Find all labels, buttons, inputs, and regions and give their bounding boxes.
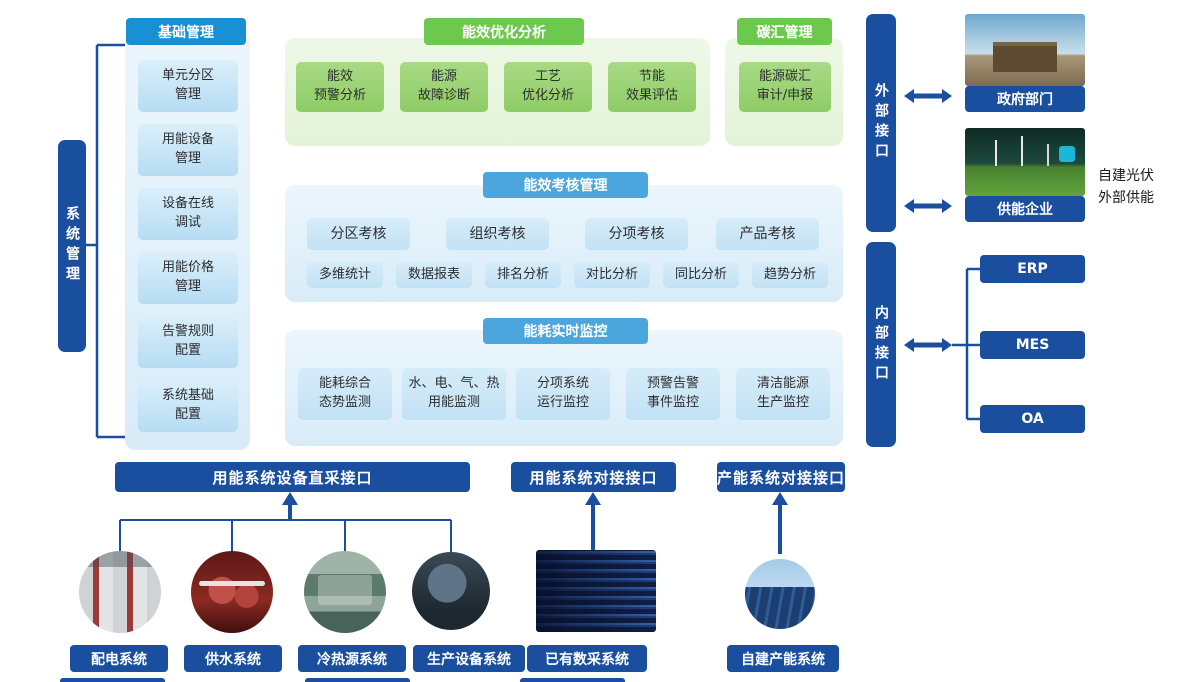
photo-power-distribution <box>79 551 161 633</box>
photo-chiller-plant <box>304 551 386 633</box>
external-entity-label: 供能企业 <box>965 196 1085 222</box>
system-management-bar: 系统管理 <box>58 140 86 352</box>
double-arrow-icon <box>904 89 952 103</box>
photo-government-building <box>965 14 1085 86</box>
basic-item: 告警规则 配置 <box>138 316 238 368</box>
system-label: 供水系统 <box>184 645 282 672</box>
external-entity-label: 政府部门 <box>965 86 1085 112</box>
up-arrow-icon <box>585 492 601 550</box>
assessment-item: 分项考核 <box>585 218 688 250</box>
system-label: 自建产能系统 <box>727 645 839 672</box>
system-label: 冷热源系统 <box>298 645 406 672</box>
internal-system-bar: ERP <box>980 255 1085 283</box>
interface-bar-direct-collect: 用能系统设备直采接口 <box>115 462 470 492</box>
double-arrow-icon <box>904 199 952 213</box>
efficiency-opt-item: 节能 效果评估 <box>608 62 696 112</box>
internal-systems-bracket <box>952 267 980 421</box>
efficiency-opt-item: 工艺 优化分析 <box>504 62 592 112</box>
carbon-item: 能源碳汇 审计/申报 <box>739 62 831 112</box>
internal-interface-bar: 内部接口 <box>866 242 896 447</box>
double-arrow-icon <box>904 338 952 352</box>
system-label: 已有数采系统 <box>527 645 647 672</box>
basic-item: 用能设备 管理 <box>138 124 238 176</box>
assessment-stat: 数据报表 <box>396 262 472 288</box>
carbon-header: 碳汇管理 <box>737 18 832 45</box>
monitoring-item: 水、电、气、热 用能监测 <box>402 368 506 420</box>
efficiency-opt-item: 能效 预警分析 <box>296 62 384 112</box>
assessment-item: 分区考核 <box>307 218 410 250</box>
assessment-item: 组织考核 <box>446 218 549 250</box>
monitoring-item: 分项系统 运行监控 <box>516 368 610 420</box>
basic-item: 用能价格 管理 <box>138 252 238 304</box>
assessment-header: 能效考核管理 <box>483 172 648 198</box>
internal-system-bar: OA <box>980 405 1085 433</box>
system-label: 生产设备系统 <box>413 645 525 672</box>
photo-water-supply <box>191 551 273 633</box>
assessment-stat: 同比分析 <box>663 262 739 288</box>
monitoring-header: 能耗实时监控 <box>483 318 648 344</box>
internal-system-bar: MES <box>980 331 1085 359</box>
assessment-stat: 排名分析 <box>485 262 561 288</box>
system-management-bracket <box>86 43 126 439</box>
interface-bar-energy-docking: 用能系统对接接口 <box>511 462 676 492</box>
basic-item: 设备在线 调试 <box>138 188 238 240</box>
external-interface-bar: 外部接口 <box>866 14 896 232</box>
monitoring-item: 预警告警 事件监控 <box>626 368 720 420</box>
basic-management-header: 基础管理 <box>126 18 246 45</box>
interface-bar-capacity-docking: 产能系统对接接口 <box>717 462 845 492</box>
photo-server-racks <box>536 550 656 632</box>
efficiency-opt-header: 能效优化分析 <box>424 18 584 45</box>
monitoring-item: 清洁能源 生产监控 <box>736 368 830 420</box>
photo-energy-supplier <box>965 128 1085 196</box>
basic-item: 系统基础 配置 <box>138 380 238 432</box>
system-label: 配电系统 <box>70 645 168 672</box>
assessment-stat: 趋势分析 <box>752 262 828 288</box>
external-note: 自建光伏 外部供能 <box>1098 168 1154 207</box>
photo-production-equipment <box>412 552 490 630</box>
assessment-stat: 多维统计 <box>307 262 383 288</box>
partial-label-bar <box>520 678 625 682</box>
assessment-item: 产品考核 <box>716 218 819 250</box>
assessment-stat: 对比分析 <box>574 262 650 288</box>
monitoring-item: 能耗综合 态势监测 <box>298 368 392 420</box>
connector-tree <box>119 492 452 552</box>
partial-label-bar <box>60 678 165 682</box>
partial-label-bar <box>305 678 410 682</box>
efficiency-opt-item: 能源 故障诊断 <box>400 62 488 112</box>
basic-item: 单元分区 管理 <box>138 60 238 112</box>
photo-solar-farm <box>745 559 815 629</box>
up-arrow-icon <box>772 492 788 554</box>
